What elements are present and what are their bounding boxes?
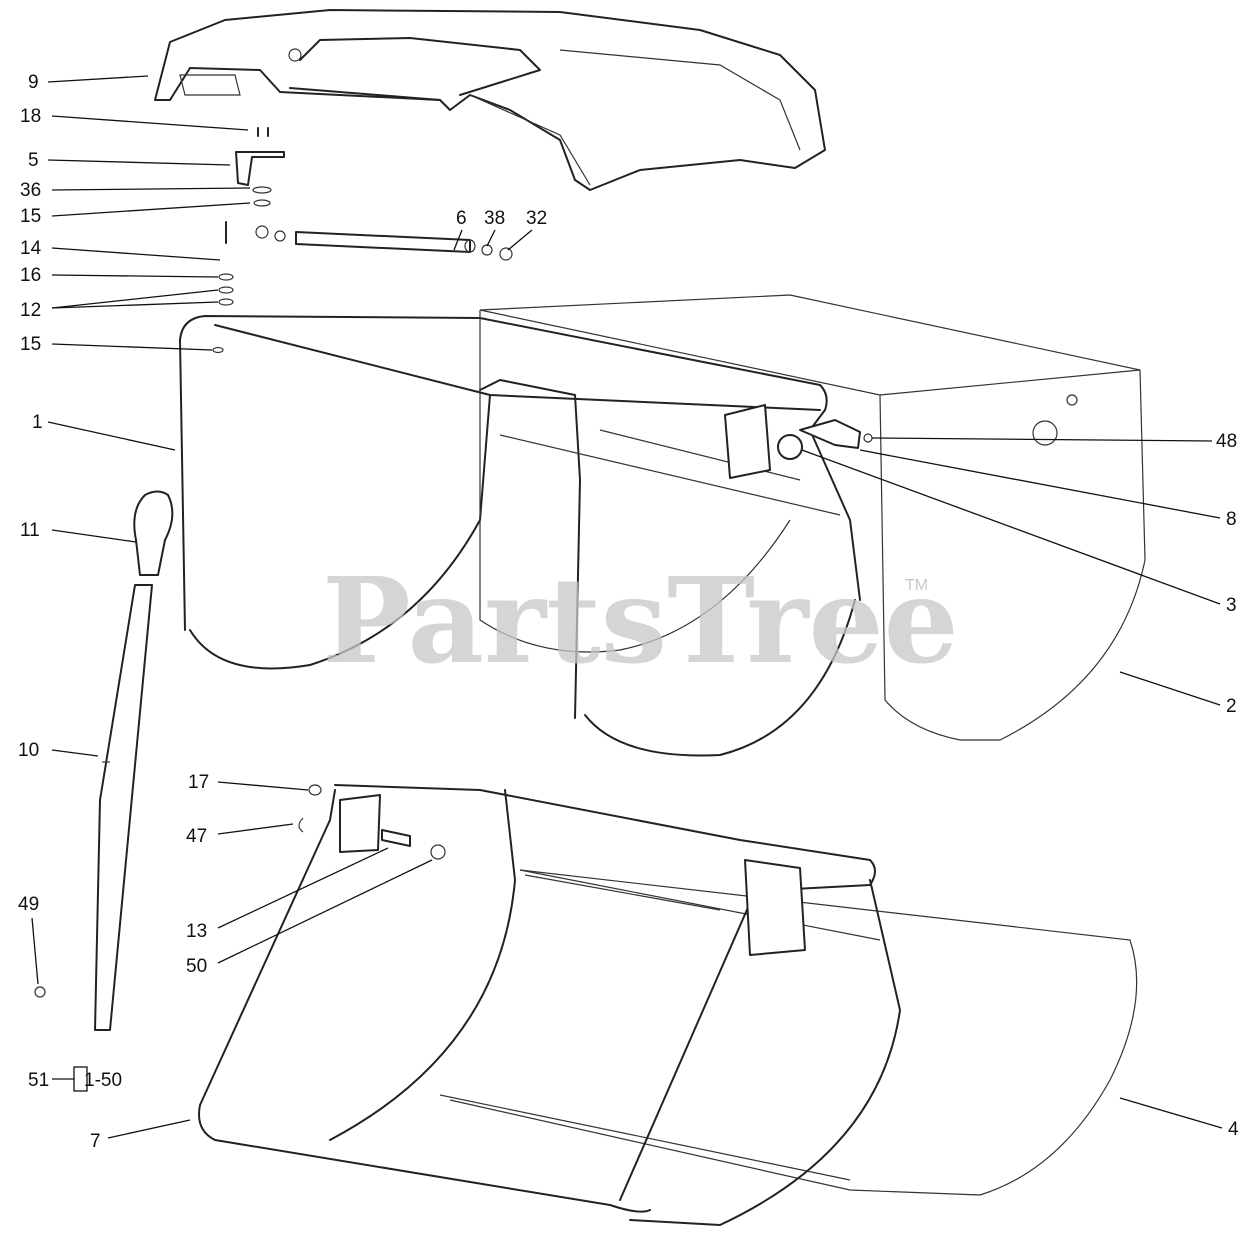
callout-7: 7 xyxy=(90,1131,101,1152)
watermark-brand: PartsTree xyxy=(322,551,959,690)
callout-32: 32 xyxy=(526,208,547,229)
callout-6: 6 xyxy=(456,208,467,229)
callout-4: 4 xyxy=(1228,1119,1239,1140)
callout-16: 16 xyxy=(20,265,41,286)
small-hardware-lower xyxy=(298,784,446,860)
callout-49: 49 xyxy=(18,894,39,915)
callout-5: 5 xyxy=(28,150,39,171)
callout-38: 38 xyxy=(484,208,505,229)
callout-15-bottom: 15 xyxy=(20,334,41,355)
part-10-handle xyxy=(94,584,153,1031)
callout-9: 9 xyxy=(28,72,39,93)
callout-48: 48 xyxy=(1216,431,1237,452)
kit-range: 1-50 xyxy=(84,1070,122,1091)
callout-15-top: 15 xyxy=(20,206,41,227)
callout-14: 14 xyxy=(20,238,42,259)
part-1-upper-frame xyxy=(179,315,861,757)
part-49-screw xyxy=(34,986,46,998)
kit-number: 51 xyxy=(28,1070,49,1091)
part-9-top-cover xyxy=(154,9,826,191)
callout-50: 50 xyxy=(186,956,207,977)
watermark: PartsTree TM xyxy=(322,551,959,690)
callout-47: 47 xyxy=(186,826,207,847)
callout-18: 18 xyxy=(20,106,41,127)
callout-10: 10 xyxy=(18,740,39,761)
hardware-stack xyxy=(212,127,285,354)
callout-2: 2 xyxy=(1226,696,1237,717)
watermark-trademark: TM xyxy=(905,577,928,594)
part-7-lower-frame xyxy=(198,784,901,1226)
part-6-shaft xyxy=(255,225,513,261)
callouts: 9 18 5 36 15 14 16 12 15 1 11 10 49 6 38… xyxy=(18,72,1239,1152)
callout-11: 11 xyxy=(20,520,40,541)
latch-assembly xyxy=(724,404,873,479)
callout-1: 1 xyxy=(32,412,43,433)
part-4-lower-bag xyxy=(439,869,1138,1196)
callout-36: 36 xyxy=(20,180,41,201)
part-2-upper-bag xyxy=(479,294,1146,741)
callout-3: 3 xyxy=(1226,595,1237,616)
part-11-knob xyxy=(133,490,174,576)
callout-12: 12 xyxy=(20,300,41,321)
kit-reference: 51 1-50 xyxy=(28,1066,122,1092)
callout-17: 17 xyxy=(188,772,209,793)
callout-13: 13 xyxy=(186,921,207,942)
callout-8: 8 xyxy=(1226,509,1237,530)
